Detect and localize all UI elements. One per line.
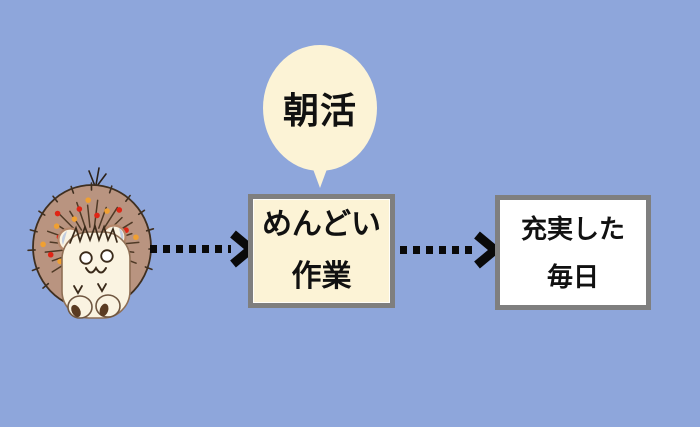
node-fulfilling-days-line2: 毎日 <box>546 261 599 292</box>
hedgehog-illustration <box>27 167 157 319</box>
hedgehog-hair-fringe <box>69 223 118 244</box>
hedgehog-antenna-hairs <box>88 167 107 187</box>
hedgehog-mouth <box>85 265 107 274</box>
node-tedious-work-line2: 作業 <box>291 260 352 293</box>
node-fulfilling-days-line1: 充実した <box>520 213 625 244</box>
speech-bubble-label: 朝活 <box>282 90 357 131</box>
dotted-arrow-2 <box>400 231 501 269</box>
node-tedious-work: めんどい 作業 <box>248 194 395 308</box>
node-fulfilling-days: 充実した 毎日 <box>495 195 651 310</box>
speech-bubble: 朝活 <box>263 45 377 171</box>
hedgehog-chest-marks <box>73 283 107 295</box>
node-tedious-work-line1: めんどい <box>261 208 382 241</box>
hedgehog-eyes <box>79 249 114 265</box>
dotted-arrow-1 <box>150 230 257 268</box>
hedgehog-feet <box>67 294 121 319</box>
